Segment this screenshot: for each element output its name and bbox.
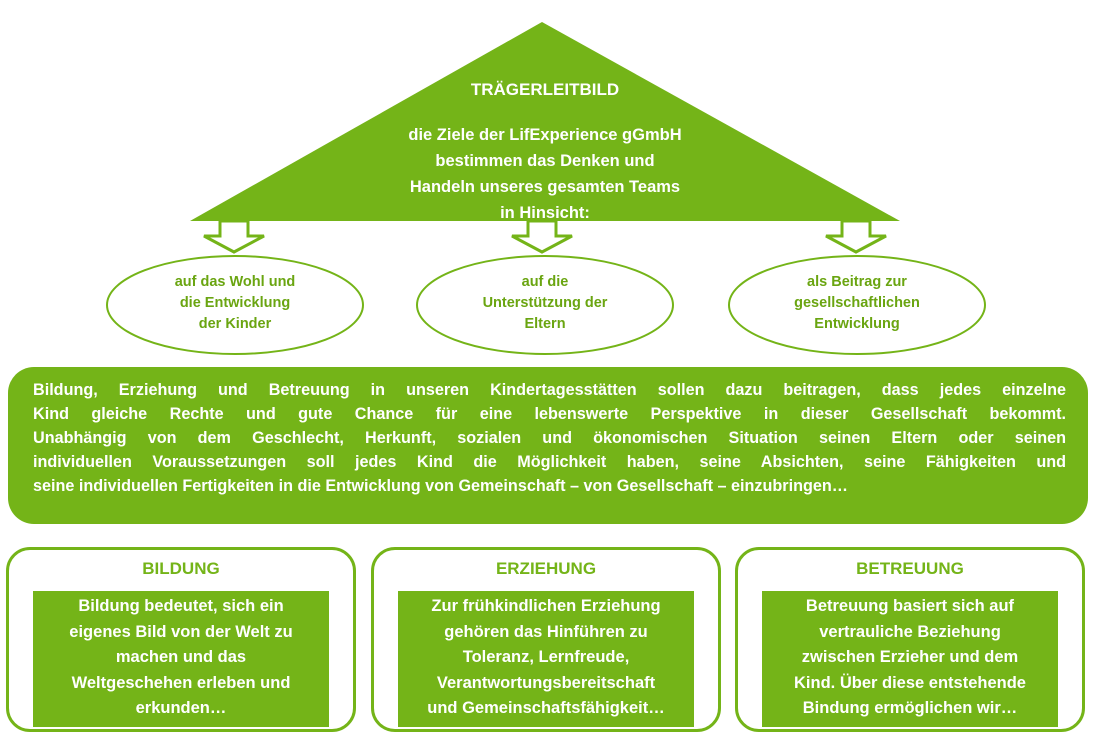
roof-text: die Ziele der LifExperience gGmbH bestim…	[360, 122, 730, 226]
aim-ellipse	[728, 255, 986, 355]
pillar-line: erkunden…	[135, 699, 227, 717]
pillar-title: BETREUUNG	[856, 559, 964, 578]
mission-line: Unabhängig von dem Geschlecht, Herkunft,…	[33, 429, 1066, 447]
pillar-line: Weltgeschehen erleben und	[71, 673, 291, 692]
pillar-line: gehören das Hinführen zu	[444, 622, 648, 641]
pillar-text: Betreuung basiert sich auf vertrauliche …	[762, 591, 1058, 727]
pillar-text: Zur frühkindlichen Erziehung gehören das…	[398, 591, 694, 727]
pillar-betreuung: BETREUUNG Betreuung basiert sich auf ver…	[735, 547, 1085, 732]
aim-line: auf das Wohl und	[174, 274, 296, 290]
pillar-line: Bildung bedeutet, sich ein	[78, 597, 284, 615]
arrow-down-icon	[203, 219, 265, 254]
arrow-down-icon	[511, 219, 573, 254]
mission-line: Kind gleiche Rechte und gute Chance für …	[33, 405, 1066, 423]
pillar-line: Kind. Über diese entstehende	[794, 673, 1026, 692]
aim-line: Entwicklung	[814, 316, 900, 332]
pillar-line: zwischen Erzieher und dem	[801, 648, 1019, 666]
pillar-line: und Gemeinschaftsfähigkeit…	[427, 699, 665, 717]
pillar-title: ERZIEHUNG	[495, 559, 597, 578]
roof-text-line: die Ziele der LifExperience gGmbH	[408, 126, 682, 144]
pillar-line: vertrauliche Beziehung	[819, 622, 1001, 641]
aim-line: gesellschaftlichen	[794, 295, 920, 311]
pillar-erziehung: ERZIEHUNG Zur frühkindlichen Erziehung g…	[371, 547, 721, 732]
pillar-bildung: BILDUNG Bildung bedeutet, sich ein eigen…	[6, 547, 356, 732]
pillar-line: machen und das	[115, 648, 247, 666]
roof-graphic	[106, 22, 986, 355]
aim-ellipse	[106, 255, 364, 355]
pillar-text: Bildung bedeutet, sich ein eigenes Bild …	[33, 591, 329, 727]
mission-line: individuellen Voraussetzungen soll jedes…	[33, 453, 1066, 471]
roof-text-line: Handeln unseres gesamten Teams	[409, 178, 681, 196]
mission-line: Bildung, Erziehung und Betreuung in unse…	[33, 381, 1066, 399]
roof-triangle	[190, 22, 900, 221]
aim-society: als Beitrag zur gesellschaftlichen Entwi…	[757, 272, 957, 335]
aim-line: der Kinder	[198, 316, 272, 332]
mission-statement: Bildung, Erziehung und Betreuung in unse…	[8, 367, 1088, 524]
mission-line: seine individuellen Fertigkeiten in die …	[33, 477, 848, 495]
aim-ellipse	[416, 255, 674, 355]
pillar-line: Verantwortungsbereitschaft	[436, 673, 656, 692]
roof-text-line: in Hinsicht:	[500, 204, 590, 222]
roof-title: TRÄGERLEITBILD	[470, 80, 620, 99]
aim-parents: auf die Unterstützung der Eltern	[445, 272, 645, 335]
aim-line: als Beitrag zur	[807, 274, 907, 290]
pillar-line: Betreuung basiert sich auf	[805, 597, 1015, 615]
aim-line: auf die	[521, 274, 569, 290]
pillar-line: eigenes Bild von der Welt zu	[69, 622, 293, 641]
aim-line: Unterstützung der	[482, 295, 608, 311]
pillar-line: Bindung ermöglichen wir…	[802, 699, 1018, 717]
pillar-line: Toleranz, Lernfreude,	[462, 648, 630, 666]
pillar-line: Zur frühkindlichen Erziehung	[431, 597, 661, 615]
aim-line: die Entwicklung	[179, 295, 291, 311]
arrow-down-icon	[825, 219, 887, 254]
pillar-title: BILDUNG	[142, 559, 220, 578]
aim-children: auf das Wohl und die Entwicklung der Kin…	[135, 272, 335, 335]
roof-text-line: bestimmen das Denken und	[435, 152, 655, 170]
aim-line: Eltern	[524, 316, 566, 332]
